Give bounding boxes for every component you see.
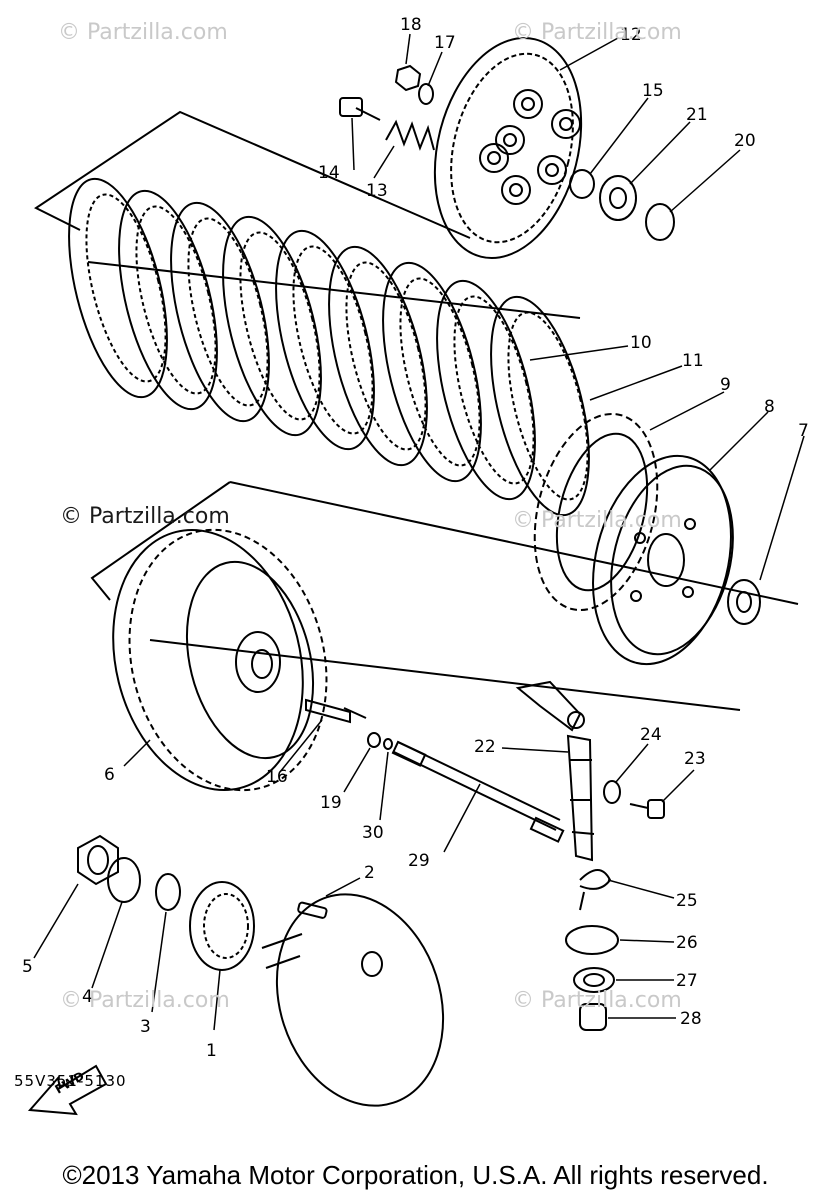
clutch-spring (385, 119, 435, 151)
callout-25: 25 (676, 891, 698, 911)
bearing-21 (599, 175, 637, 221)
callout-4: 4 (82, 987, 93, 1007)
callout-14: 14 (318, 163, 340, 183)
callout-22: 22 (474, 737, 496, 757)
callout-labels: 18 17 12 15 21 20 14 13 10 11 9 8 7 6 16… (22, 15, 809, 1097)
callout-1: 1 (206, 1041, 217, 1061)
callout-28: 28 (680, 1009, 702, 1029)
ball-30 (383, 738, 393, 750)
lock-washer-4 (107, 857, 141, 903)
pressure-plate (433, 37, 583, 259)
clutch-bolt (339, 97, 381, 121)
circlip-26 (565, 925, 619, 955)
callout-13: 13 (366, 181, 388, 201)
lock-washer-7 (727, 579, 761, 625)
ball-19 (367, 732, 381, 748)
callout-5: 5 (22, 957, 33, 977)
clutch-housing (112, 528, 328, 792)
callout-9: 9 (720, 375, 731, 395)
callout-20: 20 (734, 131, 756, 151)
primary-drive-gear (189, 881, 255, 971)
callout-6: 6 (104, 765, 115, 785)
callout-8: 8 (764, 397, 775, 417)
watermark-middle-center: © Partzilla.com (512, 508, 682, 533)
crank-disc (261, 893, 445, 1107)
watermark-top-right: © Partzilla.com (512, 20, 682, 45)
fwd-arrow (27, 1064, 108, 1116)
callout-26: 26 (676, 933, 698, 953)
callout-7: 7 (798, 421, 809, 441)
upper-plates-outline (34, 110, 471, 239)
callout-29: 29 (408, 851, 430, 871)
collar-28 (579, 1003, 607, 1031)
callout-2: 2 (364, 863, 375, 883)
leader-lines (33, 33, 805, 1031)
clutch-plates-stack (68, 177, 590, 517)
callout-24: 24 (640, 725, 662, 745)
washer-24 (603, 780, 621, 804)
callout-12: 12 (620, 25, 642, 45)
push-rod-29 (391, 740, 565, 843)
torsion-spring-25 (579, 869, 612, 911)
circlip-20 (645, 203, 675, 241)
lock-washer-15 (569, 169, 595, 199)
watermark-bottom-left: © Partzilla.com (60, 988, 230, 1013)
friction-plate-9 (533, 412, 659, 612)
callout-11: 11 (682, 351, 704, 371)
clutch-boss (592, 454, 734, 666)
watermark-bottom-right: © Partzilla.com (512, 988, 682, 1013)
diagram-code: 55V351-5130 (14, 1072, 127, 1090)
washer-17 (418, 83, 434, 105)
woodruff-key-2 (297, 901, 328, 919)
callout-23: 23 (684, 749, 706, 769)
callout-21: 21 (686, 105, 708, 125)
lower-group-outline (90, 481, 231, 601)
nut-5 (77, 834, 119, 886)
callout-15: 15 (642, 81, 664, 101)
bearing-27 (573, 967, 615, 993)
callout-18: 18 (400, 15, 422, 35)
callout-19: 19 (320, 793, 342, 813)
copyright-notice: ©2013 Yamaha Motor Corporation, U.S.A. A… (62, 1160, 769, 1190)
nut-18 (394, 64, 422, 92)
push-rod-16 (305, 698, 367, 724)
callout-10: 10 (630, 333, 652, 353)
callout-17: 17 (434, 33, 456, 53)
bolt-23 (629, 799, 665, 819)
callout-30: 30 (362, 823, 384, 843)
watermark-middle-left: © Partzilla.com (60, 504, 230, 529)
plain-washer-3 (155, 873, 181, 911)
push-lever-axle (515, 680, 595, 862)
callout-3: 3 (140, 1017, 151, 1037)
callout-27: 27 (676, 971, 698, 991)
watermark-top-left: © Partzilla.com (58, 20, 228, 45)
callout-16: 16 (266, 767, 288, 787)
